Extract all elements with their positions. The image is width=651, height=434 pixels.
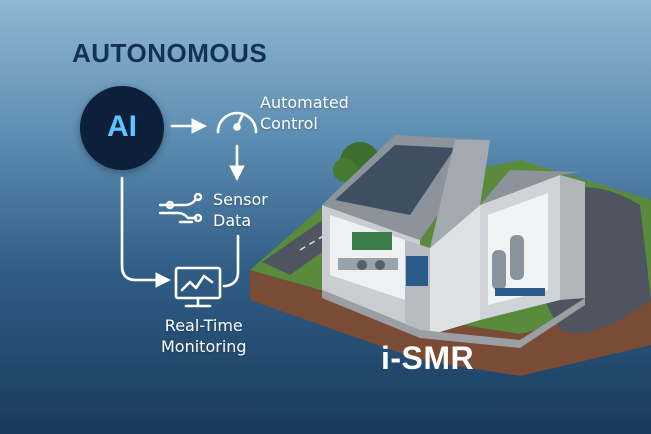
automated-control-line-1: Automated bbox=[260, 93, 349, 112]
ai-label: AI bbox=[107, 110, 137, 143]
arrow-ai-to-monitor bbox=[120, 176, 172, 288]
realtime-monitoring-line-2: Monitoring bbox=[161, 337, 247, 356]
arrow-sensor-to-monitor bbox=[222, 234, 240, 288]
sensor-data-line-2: Data bbox=[213, 211, 252, 230]
sensor-wave-icon bbox=[158, 192, 203, 224]
realtime-monitoring-label: Real-Time Monitoring bbox=[161, 315, 247, 357]
gauge-icon bbox=[216, 111, 258, 134]
title-autonomous: AUTONOMOUS bbox=[72, 38, 268, 68]
sensor-data-line-1: Sensor bbox=[213, 190, 268, 209]
ai-badge bbox=[80, 86, 164, 170]
product-name: i-SMR bbox=[381, 340, 475, 376]
automated-control-line-2: Control bbox=[260, 114, 318, 133]
automated-control-label: Automated Control bbox=[260, 92, 349, 134]
sensor-data-label: Sensor Data bbox=[213, 189, 268, 231]
monitor-chart-icon bbox=[174, 266, 222, 308]
realtime-monitoring-line-1: Real-Time bbox=[164, 316, 243, 335]
